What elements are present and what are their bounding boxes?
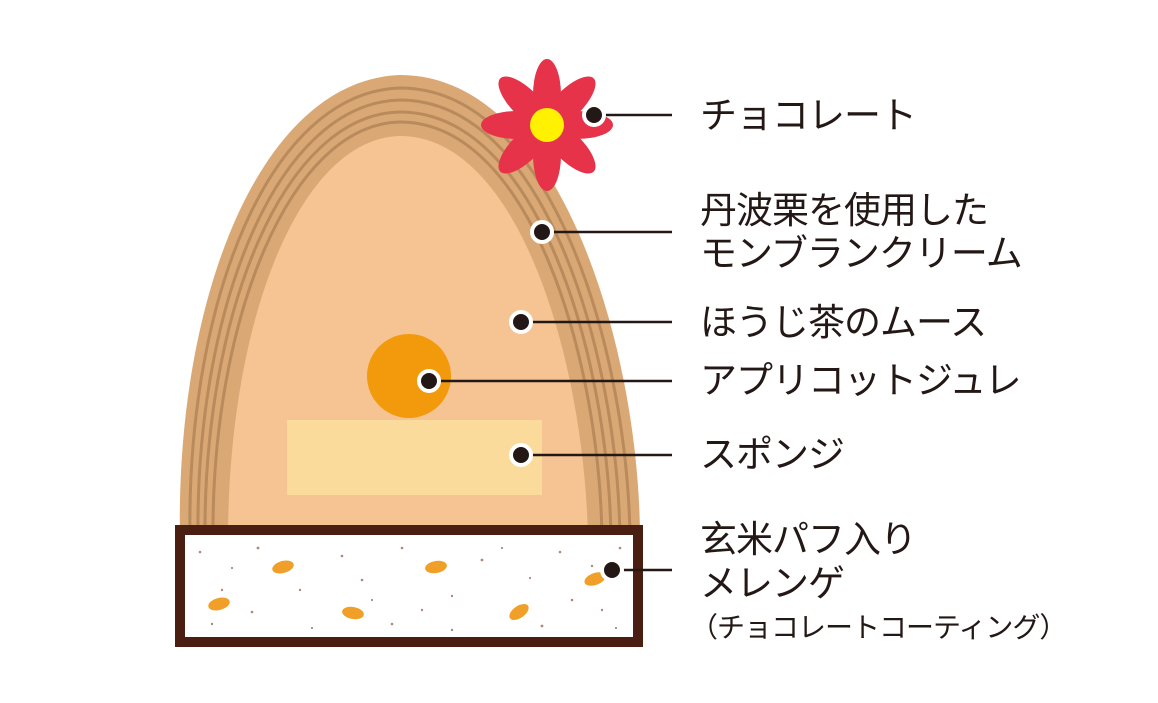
pointer-dot-hojicha [509, 310, 533, 334]
rice-puff [342, 606, 364, 620]
label-sponge: スポンジ [700, 433, 845, 476]
pointer-dot-sponge [509, 443, 533, 467]
apricot-jelly [367, 334, 451, 418]
sponge-layer [287, 420, 542, 495]
rice-puff [509, 604, 529, 620]
leader-dots [417, 103, 624, 582]
chocolate-flower [481, 59, 613, 191]
label-montblanc-line1: 丹波栗を使用した [700, 189, 989, 232]
pointer-dot-apricot [417, 369, 441, 393]
meringue-base [175, 525, 643, 647]
rice-puff [208, 597, 230, 611]
label-hojicha: ほうじ茶のムース [700, 301, 987, 344]
rice-puff [272, 560, 294, 574]
pointer-dot-chocolate [582, 103, 606, 127]
label-chocolate: チョコレート [700, 94, 917, 137]
pointer-dot-montblanc [530, 220, 554, 244]
pointer-dot-meringue [600, 558, 624, 582]
label-meringue-line1: 玄米パフ入り [700, 518, 917, 561]
rice-puff [584, 572, 606, 586]
flower-center [530, 108, 564, 142]
label-meringue-line2: メレンゲ [700, 562, 845, 605]
label-apricot: アプリコットジュレ [700, 359, 1022, 402]
label-montblanc-line2: モンブランクリーム [700, 232, 1023, 275]
rice-puff [425, 560, 447, 574]
label-meringue-note: （チョコレートコーティング） [690, 611, 1067, 644]
